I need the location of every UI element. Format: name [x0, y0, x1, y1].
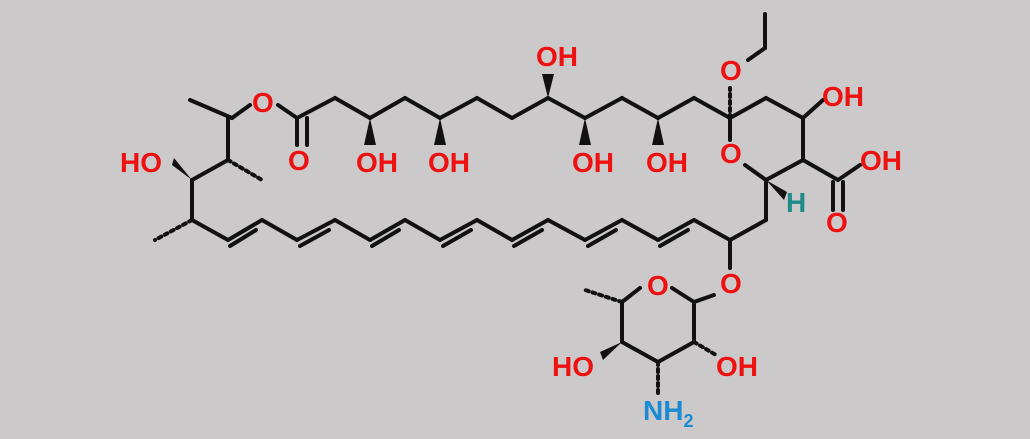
- label-ethoxy-o: O: [720, 55, 742, 86]
- label-carbonyl-o: O: [288, 145, 310, 176]
- wedge-bond: [434, 118, 446, 145]
- label-h: H: [786, 187, 806, 218]
- bond: [368, 96, 407, 120]
- bond: [226, 218, 264, 242]
- label-oh-c1: OH: [356, 147, 398, 178]
- bond: [836, 163, 862, 182]
- atom-labels: HO O O OH OH OH OH OH O O OH OH O H O O …: [120, 41, 902, 431]
- label-cooh-oh: OH: [860, 145, 902, 176]
- bond: [276, 103, 299, 120]
- wedge-bond: [364, 118, 376, 145]
- bond: [764, 96, 805, 120]
- bond-skeleton: [153, 12, 862, 397]
- bond: [670, 286, 696, 304]
- bond: [438, 218, 479, 242]
- wedge-bond: [600, 342, 622, 360]
- bond: [190, 158, 230, 182]
- label-cooh-o: O: [826, 207, 848, 238]
- bond: [764, 158, 805, 182]
- label-pyran-o: O: [720, 138, 742, 169]
- bond: [441, 228, 473, 248]
- label-sugar-oh: OH: [716, 351, 758, 382]
- bond: [190, 218, 230, 242]
- bond: [620, 286, 642, 304]
- amine-sub: 2: [683, 411, 693, 431]
- bond: [512, 228, 544, 248]
- bond: [692, 293, 716, 304]
- label-oh-c4: OH: [646, 147, 688, 178]
- wedge-bond: [542, 74, 554, 98]
- wedge-bond: [172, 158, 192, 180]
- bond: [586, 228, 618, 248]
- bond: [620, 218, 660, 242]
- label-oh-right-top: OH: [822, 81, 864, 112]
- bond: [620, 340, 660, 364]
- bond: [370, 228, 401, 248]
- label-amine: NH2: [643, 395, 693, 431]
- bond: [583, 218, 624, 242]
- bond: [475, 218, 514, 242]
- bond: [230, 103, 252, 120]
- amine-nh: NH: [643, 395, 683, 426]
- label-ester-o: O: [252, 87, 274, 118]
- bond: [743, 163, 768, 182]
- bond: [656, 96, 696, 120]
- bond: [546, 218, 587, 242]
- bond: [188, 98, 234, 120]
- bond: [801, 158, 840, 182]
- bond: [546, 96, 587, 120]
- bond: [368, 218, 407, 242]
- bond: [228, 228, 258, 248]
- bond: [510, 218, 550, 242]
- bond: [403, 96, 442, 120]
- bond: [298, 228, 331, 248]
- hash-bond: [692, 340, 718, 357]
- hash-bond: [153, 218, 194, 242]
- label-sugar-ring-o: O: [647, 270, 669, 301]
- bond: [656, 218, 696, 242]
- bond: [728, 218, 768, 242]
- bond: [746, 46, 767, 62]
- label-oh-c3: OH: [572, 147, 614, 178]
- bond: [260, 218, 299, 242]
- bond: [295, 218, 337, 242]
- label-glyco-o: O: [720, 268, 742, 299]
- hash-bond: [226, 158, 264, 182]
- label-ho-left: HO: [120, 147, 162, 178]
- bond: [692, 96, 732, 120]
- label-oh-c2: OH: [428, 147, 470, 178]
- label-sugar-ho: HO: [552, 351, 594, 382]
- bond: [658, 228, 690, 248]
- wedge-bond: [652, 118, 664, 145]
- label-oh-top: OH: [536, 41, 578, 72]
- hash-bond: [583, 288, 624, 304]
- wedge-bond: [766, 180, 787, 200]
- bond: [438, 96, 479, 120]
- bond: [403, 218, 442, 242]
- bond: [801, 98, 825, 120]
- bond: [656, 340, 696, 364]
- bond: [475, 96, 514, 120]
- bond: [295, 96, 337, 120]
- bond: [728, 96, 768, 120]
- bond: [333, 96, 372, 120]
- bond: [510, 96, 550, 120]
- wedge-bond: [579, 118, 591, 145]
- bond: [620, 96, 660, 120]
- bond: [692, 218, 732, 242]
- bond: [583, 96, 624, 120]
- bond: [333, 218, 372, 242]
